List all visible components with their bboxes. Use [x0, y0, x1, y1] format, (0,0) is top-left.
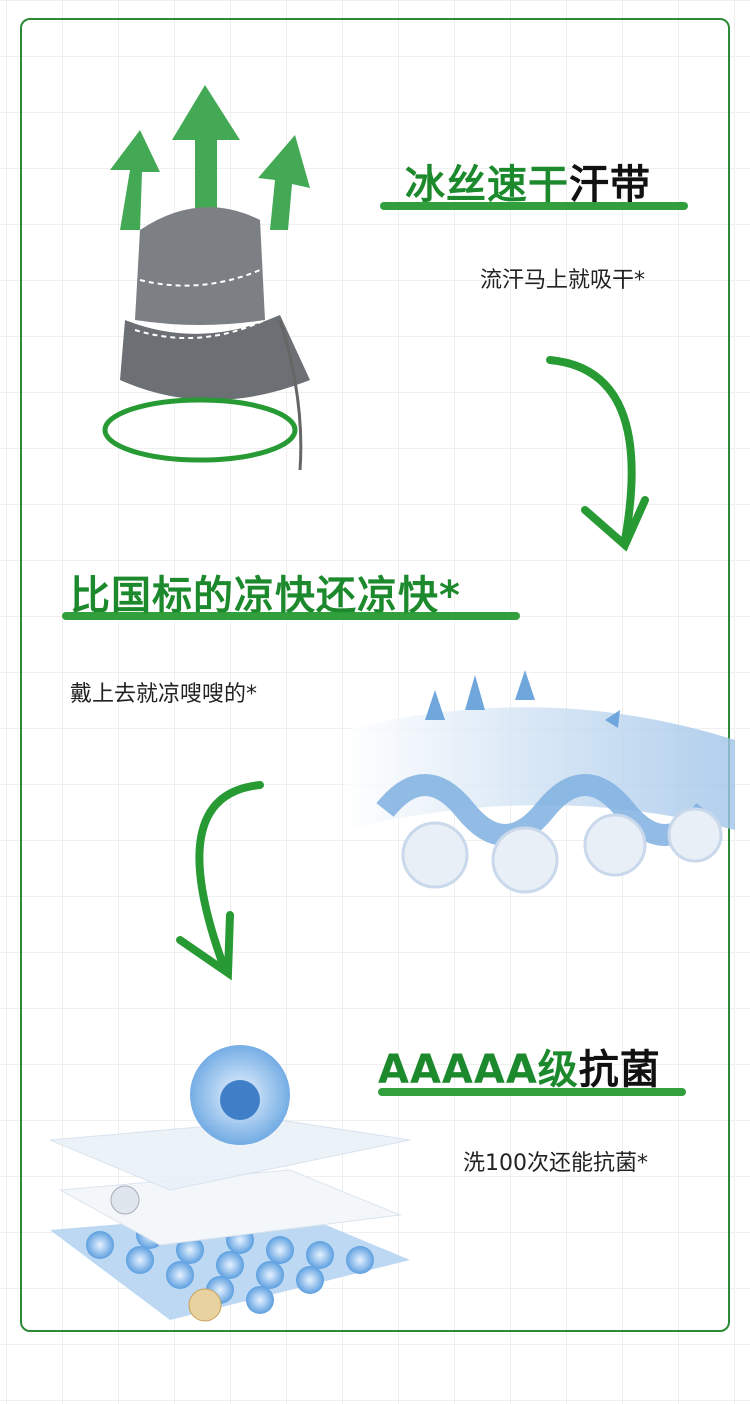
arrow-up-icon: [110, 130, 160, 230]
section-title: AAAAA级抗菌: [378, 1047, 661, 1093]
content-frame: [20, 18, 730, 1332]
curved-arrow-icon: [546, 356, 649, 552]
hat-illustration: [102, 85, 310, 471]
title-underline: [378, 1088, 686, 1096]
curved-arrow-icon: [176, 781, 264, 981]
section-subtitle: 流汗马上就吸干*: [480, 268, 646, 293]
arrow-up-icon: [172, 85, 240, 210]
title-underline: [380, 202, 688, 210]
antibacterial-layers-illustration: [49, 1045, 411, 1322]
fabric-illustration: [345, 670, 735, 894]
section-subtitle: 洗100次还能抗菌*: [463, 1151, 648, 1176]
section-subtitle: 戴上去就凉嗖嗖的*: [70, 682, 258, 707]
arrow-up-icon: [258, 135, 310, 230]
title-underline: [62, 612, 520, 620]
section-title: 比国标的凉快还凉快*: [70, 573, 461, 619]
section-title: 冰丝速干汗带: [405, 162, 651, 208]
